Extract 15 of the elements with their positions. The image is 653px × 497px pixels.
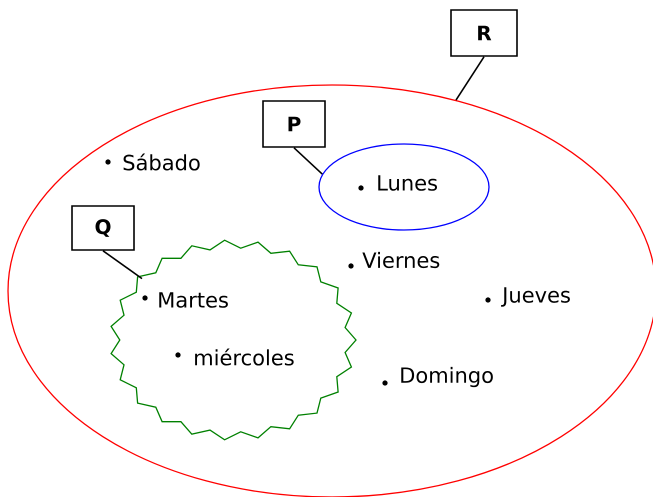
leader-line — [455, 56, 485, 100]
leader-line — [102, 250, 142, 280]
day-label: Jueves — [501, 287, 570, 307]
day-label: Martes — [159, 292, 228, 308]
day-label: Viernes — [362, 252, 440, 268]
day-label: Lunes — [378, 175, 437, 191]
day-label: miércoles — [195, 348, 294, 366]
leader-line — [293, 147, 323, 175]
set-ellipse — [318, 143, 490, 231]
day-label: Domingo — [401, 366, 493, 388]
wavy-set-outline — [110, 239, 357, 441]
label-box: R — [450, 9, 518, 57]
label-box: P — [262, 100, 326, 148]
day-label: Sábado — [124, 153, 200, 171]
label-box: Q — [71, 205, 135, 251]
